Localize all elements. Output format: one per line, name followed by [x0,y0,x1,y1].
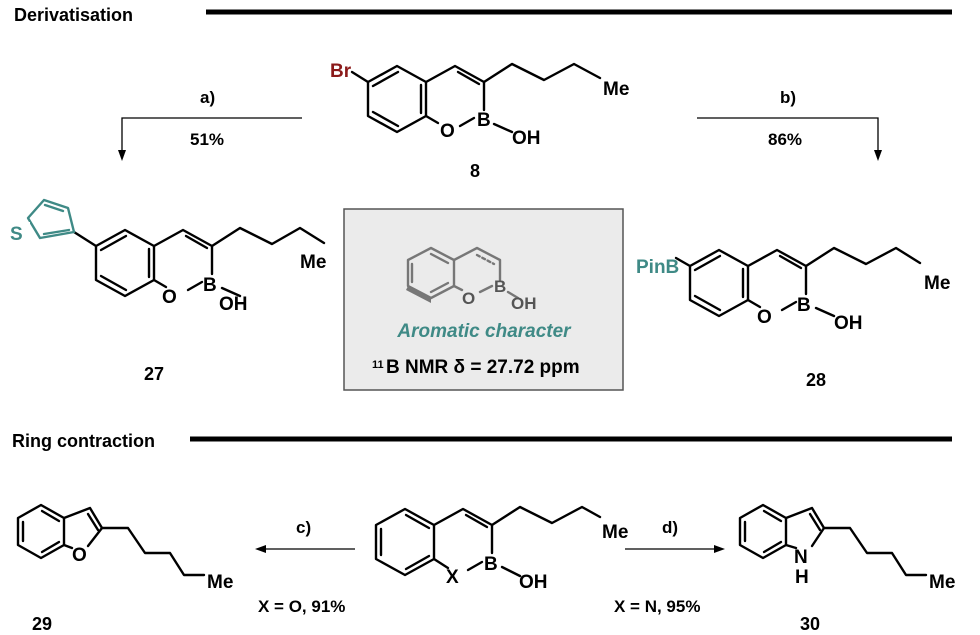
arrowhead-b [874,150,882,161]
molecule-boron-heterocycle [406,246,520,303]
aromatic-character-caption: Aromatic character [396,321,572,342]
atom-pinacolboryl: PinB [636,257,679,278]
condition-d-yield: X = N, 95% [614,597,700,616]
compound-label-27: 27 [144,364,164,384]
arrow-a [121,117,302,158]
atom-boron-box: B [494,277,506,296]
atom-nitrogen-30: N [794,547,808,568]
atom-methyl-x: Me [602,522,628,543]
atom-boron-27: B [203,275,217,296]
condition-a-label: a) [200,88,215,107]
atom-oxygen-box: O [462,289,475,308]
molecule-28 [674,246,922,318]
atom-boron-28: B [797,295,811,316]
molecule-29 [16,503,206,577]
nmr-shift-text: B NMR δ = 27.72 ppm [386,357,580,378]
arrowhead-c [255,545,266,553]
nmr-superscript: 11 [372,359,384,371]
atom-oxygen-28: O [757,307,772,328]
atom-hydroxyl-28: OH [834,313,863,334]
condition-b-yield: 86% [768,130,802,149]
compound-label-30: 30 [800,614,820,634]
molecule-8 [350,62,602,134]
thiophene-ring [12,198,76,244]
atom-methyl: Me [603,79,629,100]
condition-a-yield: 51% [190,130,224,149]
arrowhead-a [118,150,126,161]
compound-label-8: 8 [470,161,480,181]
atom-boron-x: B [484,554,498,575]
atom-oxygen-27: O [162,287,177,308]
atom-hydroxyl-27: OH [219,294,248,315]
atom-methyl-28: Me [924,273,950,294]
atom-methyl-29: Me [207,572,233,593]
atom-oxygen-29: O [72,545,87,566]
atom-oxygen: O [440,121,455,142]
condition-b-label: b) [780,88,796,107]
atom-bromine: Br [330,61,352,82]
section-heading-derivatisation: Derivatisation [14,5,133,25]
section-heading-ring-contraction: Ring contraction [12,431,155,451]
atom-methyl-27: Me [300,252,326,273]
atom-heteroatom-x: X [446,567,459,588]
atom-sulfur: S [10,224,23,245]
condition-c-yield: X = O, 91% [258,597,345,616]
atom-hydroxyl-x: OH [519,572,548,593]
molecule-heterocycle-x [374,505,602,578]
aromatic-info-box [343,208,624,391]
atom-hydrogen-30: H [795,567,809,588]
compound-label-28: 28 [806,370,826,390]
arrow-b [697,117,879,158]
atom-methyl-30: Me [929,572,955,593]
atom-hydroxyl: OH [512,128,541,149]
compound-label-29: 29 [32,614,52,634]
condition-d-label: d) [662,518,678,537]
atom-boron: B [477,110,491,131]
molecule-30 [738,503,928,577]
condition-c-label: c) [296,518,311,537]
molecule-27 [72,226,326,298]
arrowhead-d [714,545,725,553]
atom-hydroxyl-box: OH [511,294,537,313]
